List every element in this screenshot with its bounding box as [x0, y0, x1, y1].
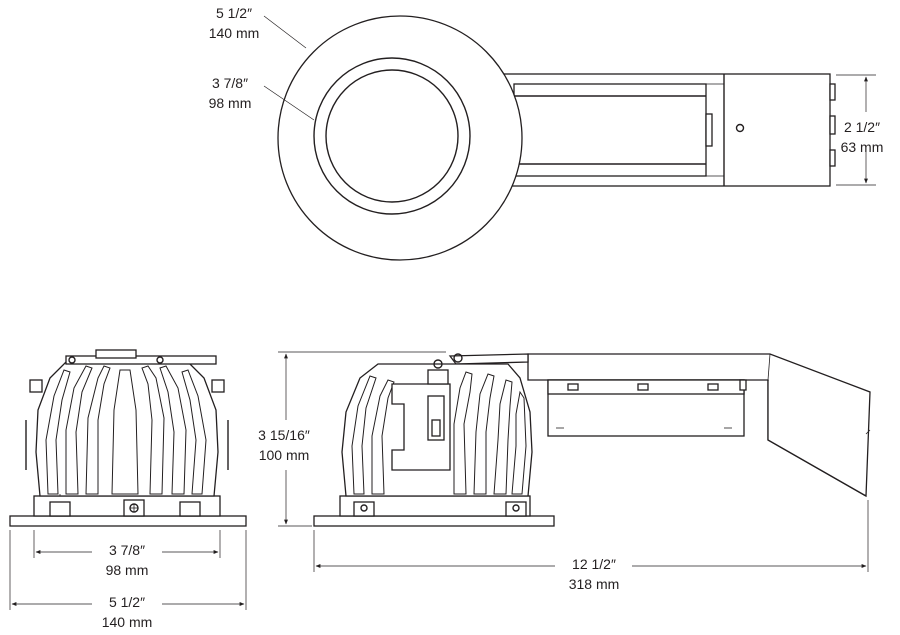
top-view [263, 15, 876, 261]
junction-box-top [499, 73, 836, 187]
front-view [9, 349, 247, 610]
front-trim-imperial: 5 1/2″ [109, 594, 145, 610]
overall-height-imperial: 3 15/16″ [258, 427, 310, 443]
side-heatsink-fins [351, 371, 527, 495]
trim-outer-circle [277, 15, 523, 261]
top-outer-diameter-metric: 140 mm [209, 25, 260, 41]
heatsink-fins [45, 365, 207, 496]
overall-length-imperial: 12 1/2″ [572, 556, 616, 572]
aperture-circle [325, 69, 459, 203]
top-aperture-metric: 98 mm [209, 95, 252, 111]
overall-length-metric: 318 mm [569, 576, 620, 592]
overall-height-metric: 100 mm [259, 447, 310, 463]
side-view [278, 351, 871, 572]
front-trim-metric: 140 mm [102, 614, 153, 630]
front-aperture-metric: 98 mm [106, 562, 149, 578]
trim-inner-circle [313, 57, 471, 215]
box-height-metric: 63 mm [841, 139, 884, 155]
top-aperture-imperial: 3 7/8″ [212, 75, 248, 91]
top-outer-diameter-imperial: 5 1/2″ [216, 5, 252, 21]
box-height-imperial: 2 1/2″ [844, 119, 880, 135]
front-aperture-imperial: 3 7/8″ [109, 542, 145, 558]
